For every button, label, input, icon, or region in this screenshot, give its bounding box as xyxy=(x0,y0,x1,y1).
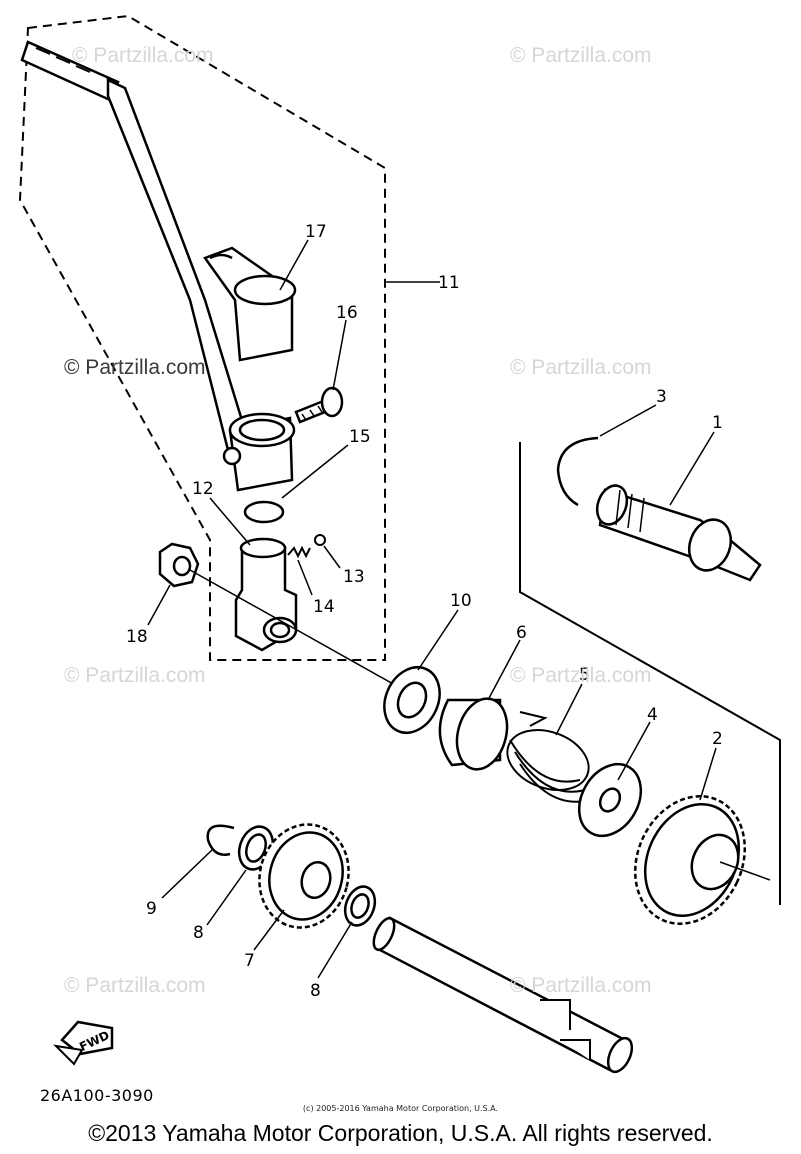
forward-arrow: FWD xyxy=(53,1020,114,1066)
kick-gear-2 xyxy=(633,795,771,925)
assembly-axis-line xyxy=(189,569,396,686)
o-ring-15 xyxy=(243,500,285,524)
watermark: © Partzilla.com xyxy=(510,974,652,997)
idler-gear-7 xyxy=(258,823,350,929)
watermark: © Partzilla.com xyxy=(510,44,652,67)
washer-8-lower xyxy=(343,885,377,927)
callout-14: 14 xyxy=(313,597,335,617)
callout-3: 3 xyxy=(656,387,667,407)
callout-12: 12 xyxy=(192,479,214,499)
lower-shaft xyxy=(372,916,634,1074)
copyright-notice: ©2013 Yamaha Motor Corporation, U.S.A. A… xyxy=(88,1120,713,1146)
leader-lines xyxy=(147,239,717,979)
callout-8-lower: 8 xyxy=(310,981,321,1001)
callout-6: 6 xyxy=(516,623,527,643)
callout-15: 15 xyxy=(349,427,371,447)
nut-18 xyxy=(158,542,200,588)
washer-4 xyxy=(577,762,643,838)
callout-18: 18 xyxy=(126,627,148,647)
circlip-9 xyxy=(206,824,235,856)
torsion-spring-5 xyxy=(506,711,591,803)
callout-11: 11 xyxy=(438,273,460,293)
kick-axle-group-outline xyxy=(519,442,781,905)
watermark: © Partzilla.com xyxy=(64,664,206,687)
kick-crank-assembly-outline xyxy=(18,14,386,661)
oil-seal-10 xyxy=(383,666,441,734)
watermark: © Partzilla.com xyxy=(510,356,652,379)
callout-8-upper: 8 xyxy=(193,923,204,943)
callout-5: 5 xyxy=(579,665,590,685)
small-copyright-notice: (c) 2005-2016 Yamaha Motor Corporation, … xyxy=(302,1104,499,1113)
callout-13: 13 xyxy=(343,567,365,587)
watermark: © Partzilla.com xyxy=(72,44,214,67)
spring-guide-6 xyxy=(438,697,509,771)
callout-10: 10 xyxy=(450,591,472,611)
callout-4: 4 xyxy=(647,705,658,725)
kick-crank-boss-cover xyxy=(203,246,297,362)
diagram-code: 26A100-3090 xyxy=(40,1086,154,1105)
callout-1: 1 xyxy=(712,413,723,433)
callout-2: 2 xyxy=(712,729,723,749)
callout-17: 17 xyxy=(305,222,327,242)
circlip-3 xyxy=(556,436,599,507)
spring-14 xyxy=(287,545,311,559)
kick-crank-lever xyxy=(20,40,296,492)
watermark: © Partzilla.com xyxy=(64,974,206,997)
bolt-16 xyxy=(294,386,344,424)
callout-9: 9 xyxy=(146,899,157,919)
kick-boss-12 xyxy=(234,537,298,652)
watermark: © Partzilla.com xyxy=(64,356,206,379)
callout-7: 7 xyxy=(244,951,255,971)
callout-16: 16 xyxy=(336,303,358,323)
kick-axle-1 xyxy=(595,484,762,582)
ball-13 xyxy=(314,534,326,546)
watermark: © Partzilla.com xyxy=(510,664,652,687)
